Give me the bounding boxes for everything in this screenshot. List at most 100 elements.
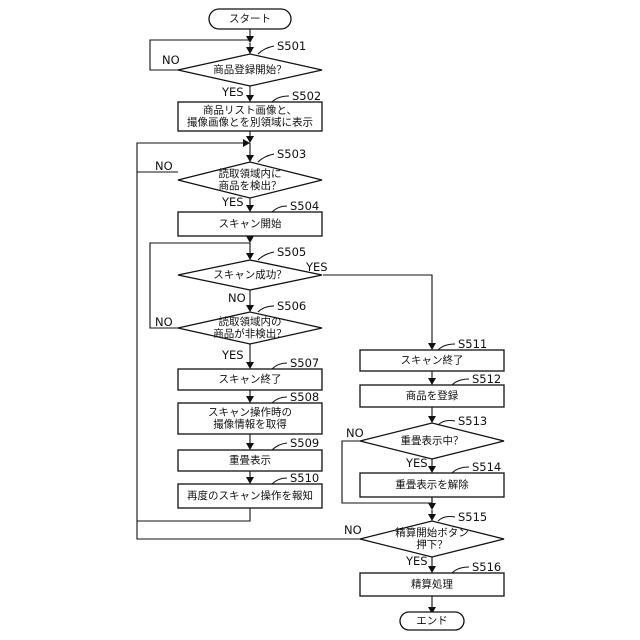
step-leader-line <box>272 397 287 403</box>
s509-text-line: 重畳表示 <box>229 454 271 467</box>
process-s507: スキャン終了 <box>178 369 322 390</box>
no-label: NO <box>155 159 173 173</box>
step-id-s503: S503 <box>277 147 306 161</box>
arrowhead-icon <box>246 236 254 243</box>
step-id-s513: S513 <box>458 414 487 428</box>
arrowhead-icon <box>428 378 436 385</box>
s508-text-line: 撮像情報を取得 <box>213 418 287 431</box>
s503-text-line: 商品を検出？ <box>219 179 282 192</box>
no-label: NO <box>155 315 173 329</box>
s503-text-line: 読取領域内に <box>219 167 282 180</box>
step-id-s501: S501 <box>277 39 306 53</box>
arrowhead-icon <box>428 416 436 423</box>
step-leader-line <box>258 154 274 162</box>
s502-text-line: 撮像画像とを別領域に表示 <box>187 116 313 129</box>
arrowhead-icon <box>246 396 254 403</box>
decision-s506: 読取領域内の商品が非検出？ <box>178 312 322 344</box>
process-s514: 重畳表示を解除 <box>360 473 504 497</box>
arrowhead-icon <box>246 253 254 260</box>
step-id-s507: S507 <box>290 356 319 370</box>
no-label: NO <box>228 291 246 305</box>
decision-s515: 精算開始ボタン押下？ <box>360 521 504 557</box>
connector-line <box>323 275 432 347</box>
yes-label: YES <box>221 195 244 209</box>
process-s511: スキャン終了 <box>360 350 504 371</box>
arrowhead-icon <box>246 477 254 484</box>
step-leader-line <box>438 517 455 522</box>
step-id-s511: S511 <box>458 337 487 351</box>
arrowhead-icon <box>246 362 254 369</box>
s515-text-line: 押下？ <box>416 538 448 551</box>
arrowhead-icon <box>246 155 254 162</box>
process-s510: 再度のスキャン操作を報知 <box>178 484 322 508</box>
arrowhead-icon <box>246 95 254 102</box>
yes-label: YES <box>305 260 328 274</box>
step-leader-line <box>272 363 287 369</box>
process-s516: 精算処理 <box>360 573 504 596</box>
step-id-s506: S506 <box>277 299 306 313</box>
step-id-s515: S515 <box>458 510 487 524</box>
arrowhead-icon <box>246 47 254 54</box>
decision-s505: スキャン成功？ <box>178 260 322 290</box>
arrowhead-icon <box>428 466 436 473</box>
process-s504: スキャン開始 <box>178 212 322 236</box>
step-id-s510: S510 <box>290 471 319 485</box>
step-id-s512: S512 <box>472 372 501 386</box>
arrowhead-icon <box>428 343 436 350</box>
s512-text-line: 商品を登録 <box>406 389 459 402</box>
arrowhead-icon <box>428 566 436 573</box>
s508-text-line: スキャン操作時の <box>208 406 292 419</box>
step-leader-line <box>452 379 469 385</box>
process-s502: 商品リスト画像と、撮像画像とを別領域に表示 <box>178 102 322 131</box>
decision-s503: 読取領域内に商品を検出？ <box>178 162 322 198</box>
s505-text-line: スキャン成功？ <box>213 269 287 281</box>
s506-text-line: 商品が非検出？ <box>213 327 287 340</box>
s501-text-line: 商品登録開始？ <box>213 63 287 76</box>
step-id-s508: S508 <box>290 390 319 404</box>
no-label: NO <box>344 523 362 537</box>
step-leader-line <box>272 478 287 484</box>
s515-text-line: 精算開始ボタン <box>395 526 469 539</box>
s507-text-line: スキャン終了 <box>219 373 282 386</box>
end-terminal-label: エンド <box>416 615 448 627</box>
step-leader-line <box>272 206 287 212</box>
step-leader-line <box>452 567 469 573</box>
step-id-s505: S505 <box>277 245 306 259</box>
step-leader-line <box>452 467 469 473</box>
start-terminal-label: スタート <box>229 13 271 25</box>
step-leader-line <box>258 46 274 54</box>
step-leader-line <box>258 306 274 312</box>
flowchart-nodes: スタート商品登録開始？商品リスト画像と、撮像画像とを別領域に表示読取領域内に商品… <box>178 9 504 630</box>
end-terminal: エンド <box>400 612 464 630</box>
s513-text-line: 重畳表示中？ <box>401 434 464 447</box>
connector-line <box>137 508 250 521</box>
arrowhead-icon <box>428 514 436 521</box>
step-id-s504: S504 <box>290 199 319 213</box>
yes-label: YES <box>221 348 244 362</box>
step-leader-line <box>438 344 455 350</box>
s511-text-line: スキャン終了 <box>401 354 464 367</box>
arrowhead-icon <box>246 305 254 312</box>
step-id-s514: S514 <box>472 460 501 474</box>
s510-text-line: 再度のスキャン操作を報知 <box>187 489 313 502</box>
step-leader-line <box>258 252 274 260</box>
s502-text-line: 商品リスト画像と、 <box>203 104 297 117</box>
yes-label: YES <box>405 456 428 470</box>
yes-label: YES <box>405 554 428 568</box>
yes-label: YES <box>221 85 244 99</box>
s506-text-line: 読取領域内の <box>219 315 282 328</box>
s514-text-line: 重畳表示を解除 <box>395 478 469 491</box>
step-leader-line <box>272 96 289 102</box>
step-id-s516: S516 <box>472 560 501 574</box>
s516-text-line: 精算処理 <box>411 578 453 591</box>
process-s512: 商品を登録 <box>360 385 504 407</box>
step-id-s502: S502 <box>292 89 321 103</box>
step-id-s509: S509 <box>290 436 319 450</box>
no-label: NO <box>162 53 180 67</box>
arrowhead-icon <box>246 443 254 450</box>
no-label: NO <box>346 426 364 440</box>
process-s508: スキャン操作時の撮像情報を取得 <box>178 403 322 434</box>
decision-s513: 重畳表示中？ <box>360 423 504 459</box>
step-leader-line <box>438 421 455 426</box>
